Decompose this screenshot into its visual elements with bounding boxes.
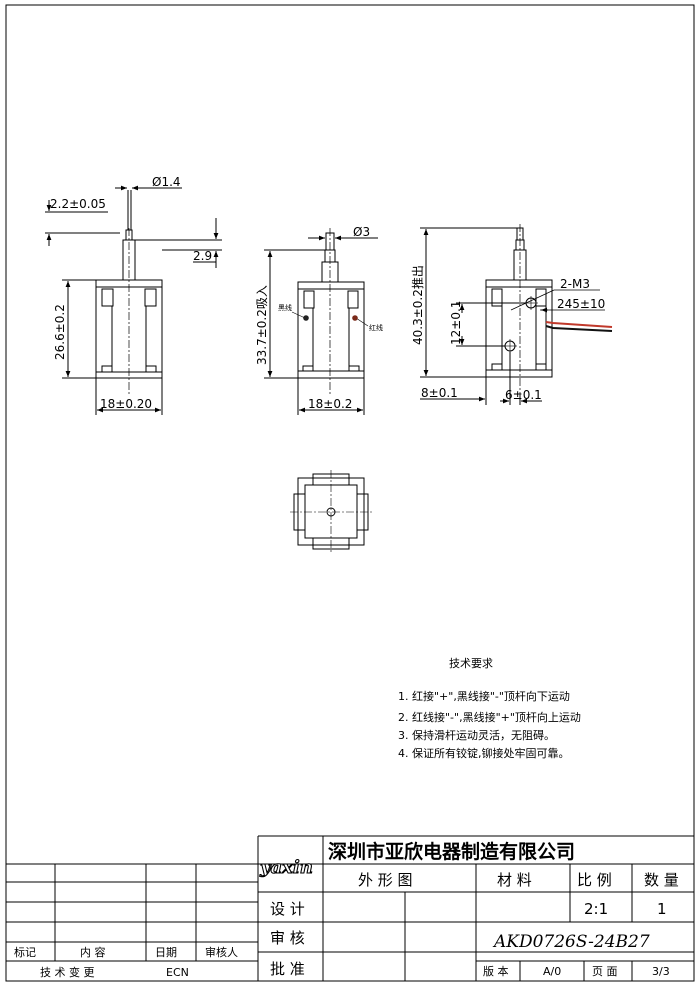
revision-header: 标记 (14, 945, 36, 959)
quantity-value: 1 (657, 900, 667, 918)
company-name: 深圳市亚欣电器制造有限公司 (328, 840, 575, 863)
right-view-body (485, 279, 553, 378)
left-dim-top: Ø1.4 (152, 175, 181, 189)
black-wire (545, 325, 613, 332)
page-label: 页 面 (592, 965, 618, 978)
bottom-view (290, 470, 372, 554)
sheet-border (5, 4, 695, 982)
brand-logo: yaxin (259, 857, 313, 878)
page-value: 3/3 (652, 965, 670, 978)
note-item: 3. 保持滑杆运动灵活，无阻碍。 (398, 728, 555, 742)
middle-view-body (297, 281, 365, 379)
right-dim-wire: 245±10 (557, 297, 605, 311)
revision-block (6, 836, 259, 981)
approve-label: 批 准 (270, 960, 305, 978)
design-label: 设 计 (270, 900, 305, 918)
revision-footer-label: 技 术 变 更 (40, 965, 95, 979)
note-item: 2. 红线接"-",黑线接"+"顶杆向上运动 (398, 710, 581, 724)
middle-dim-top: Ø3 (353, 225, 370, 239)
left-dim-right: 2.9 (193, 249, 212, 263)
scale-label: 比 例 (577, 871, 612, 889)
middle-dim-height: 33.7±0.2吸入 (255, 285, 269, 365)
left-dim-height: 26.6±0.2 (53, 304, 67, 360)
right-dim-height: 40.3±0.2推出 (411, 265, 425, 345)
black-wire-label: 黑线 (278, 303, 292, 312)
revision-header: 内 容 (80, 945, 106, 959)
notes-title: 技术要求 (449, 657, 493, 670)
left-dim-offset: 2.2±0.05 (50, 197, 106, 211)
quantity-label: 数 量 (644, 871, 679, 889)
part-number: AKD0726S-24B27 (492, 932, 650, 952)
title-block (258, 835, 694, 981)
red-wire-dot (352, 315, 358, 321)
drawing-type: 外 形 图 (358, 871, 413, 889)
version-value: A/0 (543, 965, 561, 978)
middle-view (264, 228, 378, 415)
red-wire (545, 321, 613, 328)
revision-header: 审核人 (205, 945, 238, 959)
right-dim-left: 8±0.1 (421, 386, 458, 400)
left-dim-width: 18±0.20 (100, 397, 152, 411)
note-item: 1. 红接"+",黑线接"-"顶杆向下运动 (398, 689, 570, 703)
review-label: 审 核 (270, 929, 305, 947)
right-dim-spacing: 12±0.1 (449, 301, 463, 345)
right-view (420, 224, 605, 405)
revision-footer-value: ECN (166, 966, 189, 979)
note-item: 4. 保证所有铰锭,铆接处牢固可靠。 (398, 746, 570, 760)
right-dim-thread: 2-M3 (560, 277, 590, 291)
left-view (45, 185, 222, 415)
version-label: 版 本 (483, 964, 509, 978)
black-wire-dot (303, 315, 309, 321)
material-label: 材 料 (497, 871, 532, 889)
right-dim-bottom: 6±0.1 (505, 388, 542, 402)
revision-header: 日期 (155, 946, 177, 959)
red-wire-label: 红线 (369, 323, 383, 332)
middle-dim-width: 18±0.2 (308, 397, 352, 411)
scale-value: 2:1 (584, 900, 608, 918)
